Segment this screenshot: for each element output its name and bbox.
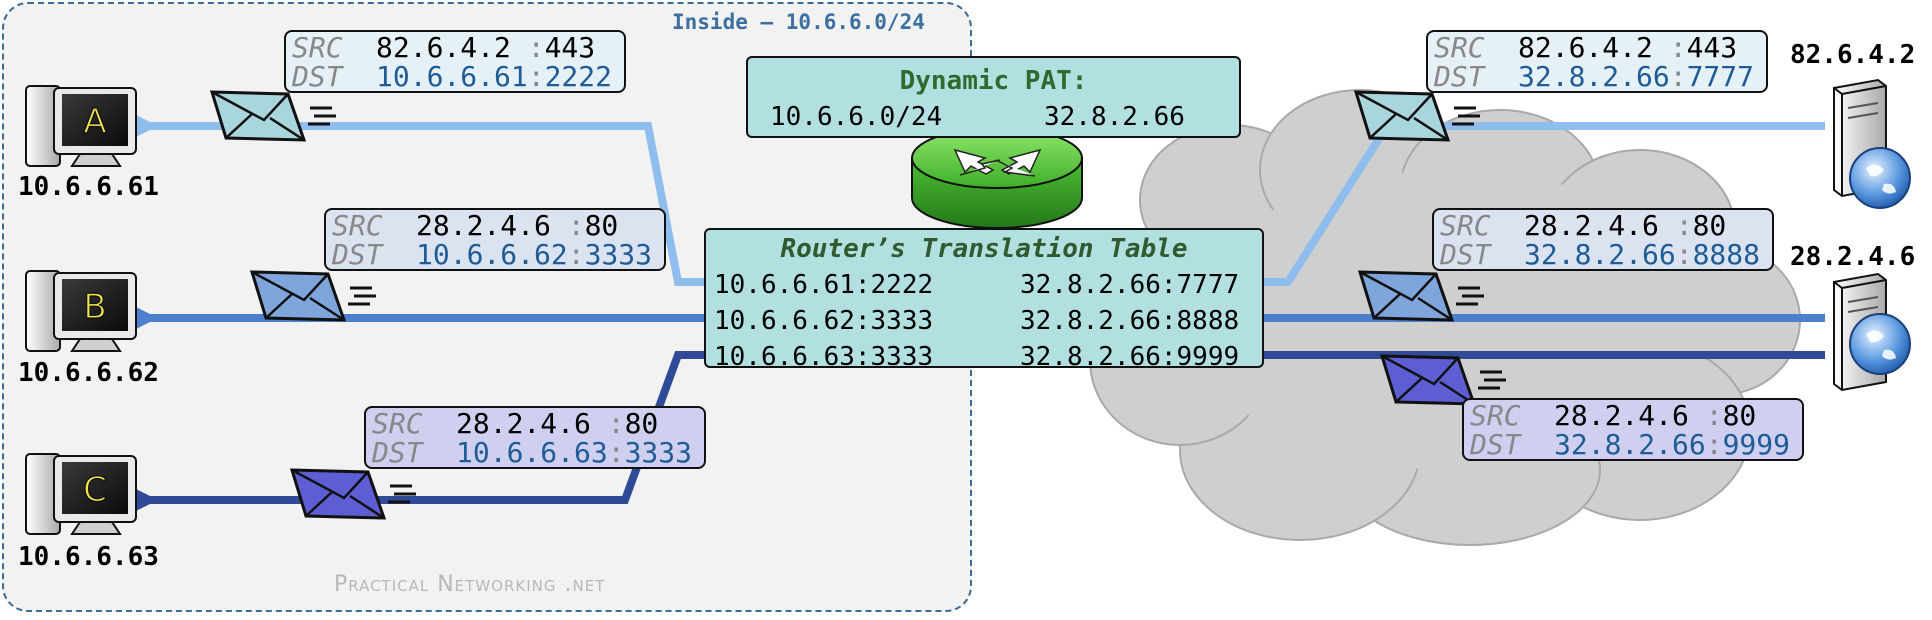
dst-ip: 32.8.2.66 xyxy=(1554,428,1706,461)
src-label: SRC xyxy=(1440,209,1491,242)
src-port: 443 xyxy=(544,31,596,64)
table-row-1-outside: 32.8.2.66:7777 xyxy=(1020,270,1240,300)
src-port: 80 xyxy=(1692,209,1727,242)
server-icon-1 xyxy=(1833,78,1911,209)
src-label: SRC xyxy=(332,209,383,242)
dst-port: 3333 xyxy=(584,238,653,271)
dst-label: DST xyxy=(1440,238,1491,271)
inside-network-label: Inside – 10.6.6.0/24 xyxy=(672,10,925,34)
translation-table: Router’s Translation Table 10.6.6.61:222… xyxy=(704,228,1264,372)
src-ip: 82.6.4.2 xyxy=(1518,31,1670,64)
dst-label: DST xyxy=(1434,60,1485,93)
dst-port: 9999 xyxy=(1722,428,1791,461)
pat-title: Dynamic PAT: xyxy=(899,66,1088,96)
translation-table-title: Router’s Translation Table xyxy=(780,234,1188,264)
flow-line-1 xyxy=(1258,122,1825,286)
dst-label: DST xyxy=(1470,428,1521,461)
globe-icon xyxy=(1849,147,1911,209)
dst-port: 7777 xyxy=(1686,60,1755,93)
envelope-icon-in-2 xyxy=(249,270,376,322)
envelope-icon-in-1 xyxy=(209,90,336,142)
dst-label: DST xyxy=(292,60,343,93)
table-row-1-inside: 10.6.6.61:2222 xyxy=(714,270,934,300)
src-label: SRC xyxy=(1470,399,1521,432)
dst-ip: 10.6.6.63 xyxy=(456,436,608,469)
src-port: 443 xyxy=(1686,31,1738,64)
src-label: SRC xyxy=(292,31,343,64)
src-label: SRC xyxy=(1434,31,1485,64)
src-ip: 28.2.4.6 xyxy=(1554,399,1706,432)
flow-line-1-inside xyxy=(93,94,708,286)
globe-icon xyxy=(1849,313,1911,375)
dynamic-pat-box: Dynamic PAT: 10.6.6.0/24 32.8.2.66 xyxy=(746,56,1241,138)
envelope-icon-in-3 xyxy=(289,468,416,520)
pat-inside-network: 10.6.6.0/24 xyxy=(770,102,943,132)
svg-text:A: A xyxy=(83,102,106,142)
src-port: 80 xyxy=(584,209,619,242)
server-1-ip: 82.6.4.2 xyxy=(1790,40,1916,70)
src-port: 80 xyxy=(1722,399,1757,432)
computer-icon-a: A xyxy=(25,85,137,167)
src-ip: 82.6.4.2 xyxy=(376,31,528,64)
dst-port: 8888 xyxy=(1692,238,1761,271)
dst-ip: 10.6.6.61 xyxy=(376,60,528,93)
src-port: 80 xyxy=(624,407,659,440)
table-row-2-outside: 32.8.2.66:8888 xyxy=(1020,306,1240,336)
dst-ip: 32.8.2.66 xyxy=(1518,60,1670,93)
dst-ip: 32.8.2.66 xyxy=(1524,238,1676,271)
src-label: SRC xyxy=(372,407,423,440)
envelope-icon-out-2 xyxy=(1357,270,1484,322)
server-icon-2 xyxy=(1833,272,1911,392)
host-a-ip: 10.6.6.61 xyxy=(18,172,159,202)
computer-icon-c: C xyxy=(25,453,137,535)
pat-outside-address: 32.8.2.66 xyxy=(1044,102,1185,132)
dst-label: DST xyxy=(332,238,383,271)
brand-watermark: Practical Networking .net xyxy=(334,572,606,597)
table-row-2-inside: 10.6.6.62:3333 xyxy=(714,306,934,336)
dst-port: 2222 xyxy=(544,60,613,93)
src-ip: 28.2.4.6 xyxy=(1524,209,1676,242)
dst-port: 3333 xyxy=(624,436,693,469)
router-icon xyxy=(911,127,1083,229)
host-c-ip: 10.6.6.63 xyxy=(18,542,159,572)
dst-ip: 10.6.6.62 xyxy=(416,238,568,271)
svg-text:B: B xyxy=(83,287,106,327)
host-b-ip: 10.6.6.62 xyxy=(18,358,159,388)
dst-label: DST xyxy=(372,436,423,469)
computer-icon-b: B xyxy=(25,270,137,352)
table-row-3-outside: 32.8.2.66:9999 xyxy=(1020,342,1240,372)
server-2-ip: 28.2.4.6 xyxy=(1790,242,1916,272)
src-ip: 28.2.4.6 xyxy=(456,407,608,440)
table-row-3-inside: 10.6.6.63:3333 xyxy=(714,342,934,372)
src-ip: 28.2.4.6 xyxy=(416,209,568,242)
svg-text:C: C xyxy=(83,470,107,510)
envelope-icon-out-1 xyxy=(1353,90,1480,142)
